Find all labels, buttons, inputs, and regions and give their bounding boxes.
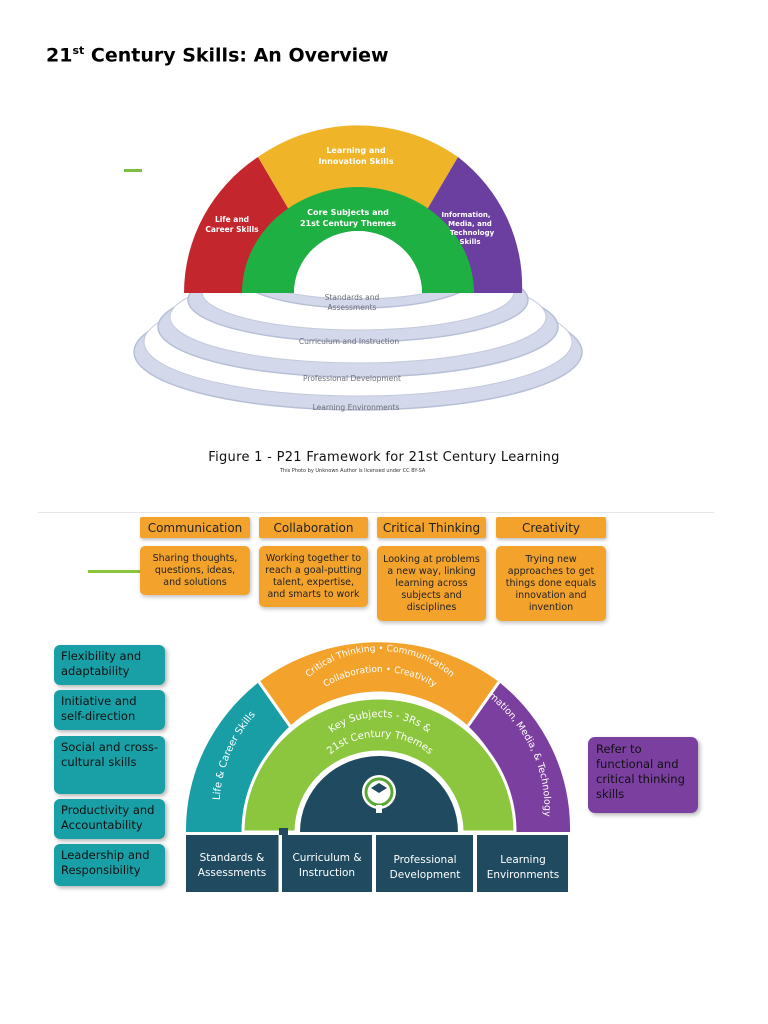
purple-note: Refer to functional and critical thinkin…: [588, 737, 698, 813]
label-core-2: 21st Century Themes: [300, 219, 396, 228]
label-learning-innovation-2: Innovation Skills: [318, 157, 393, 166]
label-info-2: Media, and: [448, 220, 492, 228]
label-core-1: Core Subjects and: [307, 208, 389, 217]
base-blocks: [186, 828, 568, 892]
desc-communication: Sharing thoughts, questions, ideas, and …: [140, 546, 250, 595]
header-collaboration: Collaboration: [259, 517, 368, 538]
label-life-career-1: Life and: [215, 215, 249, 224]
header-communication: Communication: [140, 517, 250, 538]
desc-critical-thinking: Looking at problems a new way, linking l…: [377, 546, 486, 621]
base-learning-2: Environments: [487, 869, 560, 881]
arc-information-media: [418, 157, 523, 293]
page-title: 21st Century Skills: An Overview: [46, 44, 389, 67]
base-curriculum-1: Curriculum &: [292, 852, 361, 864]
label-learning-innovation-1: Learning and: [326, 146, 386, 155]
header-critical-thinking: Critical Thinking: [377, 517, 486, 538]
skill-leadership: Leadership and Responsibility: [54, 844, 165, 886]
desc-collaboration: Working together to reach a goal-putting…: [259, 546, 368, 607]
graduation-globe-icon: [362, 775, 396, 813]
label-curriculum: Curriculum and Instruction: [299, 337, 399, 346]
figure1-caption: Figure 1 - P21 Framework for 21st Centur…: [208, 450, 560, 465]
section-divider: [38, 512, 714, 513]
base-curriculum-2: Instruction: [299, 867, 355, 879]
green-connector-line: [88, 570, 140, 573]
green-dash-marker: [124, 169, 142, 172]
base-learning-1: Learning: [500, 854, 546, 866]
arc-life-career: [184, 157, 298, 293]
desc-creativity: Trying new approaches to get things done…: [496, 546, 606, 621]
arc-core-subjects: [242, 187, 474, 293]
base-standards-1: Standards &: [200, 852, 265, 864]
arc-life-career-2: [185, 682, 290, 832]
label-life-career-2: Career Skills: [205, 225, 259, 234]
skill-initiative: Initiative and self-direction: [54, 690, 165, 730]
skill-productivity: Productivity and Accountability: [54, 799, 165, 839]
label-info-3: Technology: [450, 229, 495, 237]
skill-flexibility: Flexibility and adaptability: [54, 645, 165, 685]
header-creativity: Creativity: [496, 517, 606, 538]
figure2-framework-rainbow: Learning & Innovation Skills - 4Cs Criti…: [0, 630, 571, 892]
label-professional: Professional Development: [303, 374, 401, 383]
label-standards-2: Assessments: [328, 303, 377, 312]
label-standards-1: Standards and: [325, 293, 380, 302]
label-info-4: Skills: [459, 238, 480, 246]
photo-credit: This Photo by Unknown Author is licensed…: [280, 468, 426, 474]
base-standards-2: Assessments: [198, 867, 266, 879]
label-info-1: Information,: [441, 211, 490, 219]
base-professional-2: Development: [390, 869, 461, 881]
arc-learning-innovation-2: [259, 642, 499, 726]
figure1-p21-framework: Learning and Innovation Skills Life and …: [133, 125, 583, 412]
arc-information-media-2: [468, 682, 571, 832]
label-environments: Learning Environments: [313, 403, 400, 412]
base-professional-1: Professional: [393, 854, 456, 866]
arc-key-subjects: [241, 696, 517, 834]
skill-social: Social and cross-cultural skills: [54, 736, 165, 794]
